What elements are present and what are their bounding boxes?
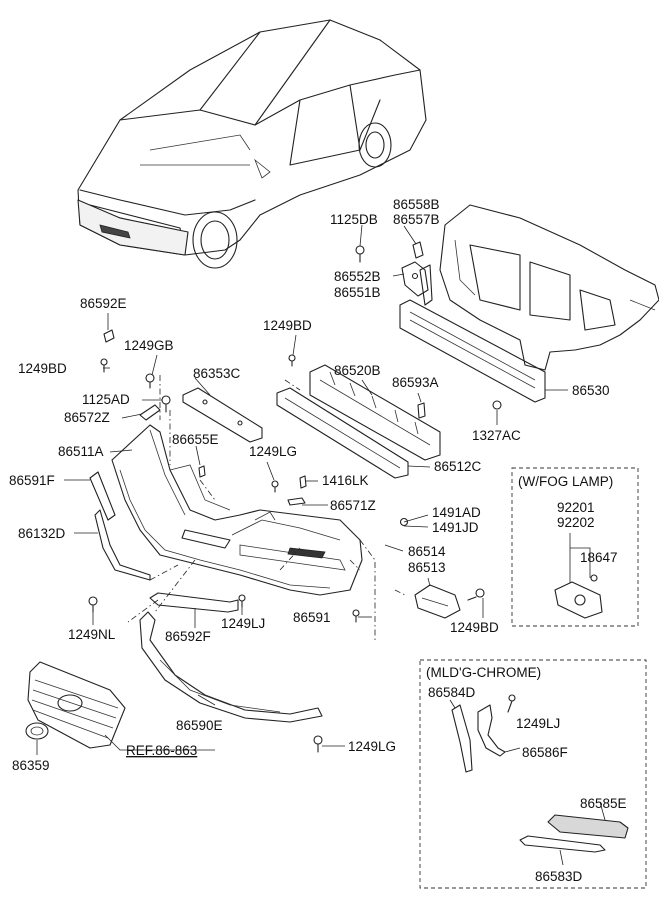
label-92202: 92202: [557, 515, 595, 530]
label-86583D: 86583D: [535, 869, 583, 884]
label-86591F: 86591F: [9, 473, 55, 488]
lip-86590e: [139, 611, 323, 723]
label-86132D: 86132D: [18, 526, 66, 541]
label-1249BD-right: 1249BD: [450, 620, 499, 635]
label-86552B: 86552B: [334, 269, 381, 284]
leader-lines: [36, 224, 568, 755]
label-86572Z: 86572Z: [64, 410, 110, 425]
label-1416LK: 1416LK: [322, 473, 369, 488]
label-1491AD: 1491AD: [432, 505, 481, 520]
fog-lamp-title: (W/FOG LAMP): [518, 474, 613, 489]
label-86353C: 86353C: [193, 366, 241, 381]
radiator-grille: [27, 661, 126, 749]
screw-1249bd-left: [100, 358, 108, 373]
label-1491JD: 1491JD: [432, 520, 479, 535]
screw-1249bd-top: [288, 354, 296, 367]
fog-lamp-box: (W/FOG LAMP): [511, 467, 639, 627]
label-86592E: 86592E: [80, 296, 127, 311]
label-1125DB: 1125DB: [330, 212, 378, 227]
label-86593A: 86593A: [392, 375, 439, 390]
label-1327AC: 1327AC: [472, 428, 521, 443]
label-1249BD-left: 1249BD: [18, 361, 67, 376]
molding-86591f: [89, 471, 116, 521]
strip-86592f: [149, 592, 239, 613]
clip-86572z: [139, 404, 161, 421]
label-86655E: 86655E: [172, 432, 219, 447]
label-86590E: 86590E: [176, 718, 223, 733]
label-86511A: 86511A: [58, 444, 104, 459]
bracket-86353c: [182, 387, 263, 443]
label-18647: 18647: [580, 550, 618, 565]
nut-1327ac: [492, 400, 502, 410]
label-92201: 92201: [557, 500, 595, 515]
label-86513: 86513: [408, 560, 446, 575]
label-86585E: 86585E: [580, 796, 627, 811]
bolt-1125ad: [161, 395, 171, 413]
screw-1249lg-bottom: [313, 735, 323, 753]
label-86530: 86530: [572, 383, 610, 398]
label-86512C: 86512C: [434, 459, 482, 474]
screw-1249lg-mid: [271, 480, 279, 493]
clip-86593a: [417, 402, 426, 419]
clip-86558b: [412, 241, 424, 259]
part-labels: 86558B 86557B 1125DB 86552B 86551B 86592…: [9, 197, 627, 884]
bumper-cover: [111, 424, 363, 596]
label-86520B: 86520B: [334, 363, 381, 378]
screw-1249gb: [145, 373, 155, 389]
label-86551B: 86551B: [334, 285, 381, 300]
label-86571Z: 86571Z: [330, 498, 376, 513]
front-end-carrier: [439, 204, 659, 371]
label-1249LG-mid: 1249LG: [249, 444, 297, 459]
screw-86591: [352, 609, 360, 623]
label-86558B: 86558B: [393, 197, 440, 212]
clip-86592e: [103, 329, 115, 343]
label-86584D: 86584D: [428, 685, 476, 700]
bolt-1125db: [355, 245, 365, 263]
label-1125AD: 1125AD: [82, 392, 130, 407]
clip-86655e: [198, 465, 206, 478]
chrome-title: (MLD'G-CHROME): [426, 665, 541, 680]
strip-86571z: [287, 497, 306, 506]
screw-1249lj: [238, 594, 246, 608]
chrome-box: (MLD'G-CHROME): [419, 659, 647, 889]
emblem-86359: [25, 722, 49, 740]
label-86557B: 86557B: [393, 212, 440, 227]
bracket-86552b: [401, 261, 429, 297]
label-86359: 86359: [12, 758, 50, 773]
screw-1249bd-right: [467, 588, 485, 601]
label-86592F: 86592F: [165, 629, 211, 644]
label-1249LJ-chrome: 1249LJ: [516, 716, 560, 731]
label-ref: REF.86-863: [126, 743, 197, 758]
nut-1491ad: [399, 517, 409, 527]
car-illustration: [77, 19, 427, 269]
fog-cover-86513: [414, 584, 461, 619]
label-1249LG-bottom: 1249LG: [348, 739, 396, 754]
label-86586F: 86586F: [522, 745, 568, 760]
label-86591: 86591: [293, 610, 331, 625]
molding-86132d: [94, 509, 151, 581]
energy-absorber: [309, 364, 441, 461]
label-1249GB: 1249GB: [124, 338, 174, 353]
screw-1249nl: [88, 596, 98, 613]
clip-1416lk: [299, 475, 307, 489]
label-86514: 86514: [408, 544, 446, 559]
label-1249LJ-main: 1249LJ: [221, 616, 265, 631]
label-1249NL: 1249NL: [68, 627, 116, 642]
label-1249BD-top: 1249BD: [263, 318, 312, 333]
lower-stiffener: [276, 387, 409, 479]
